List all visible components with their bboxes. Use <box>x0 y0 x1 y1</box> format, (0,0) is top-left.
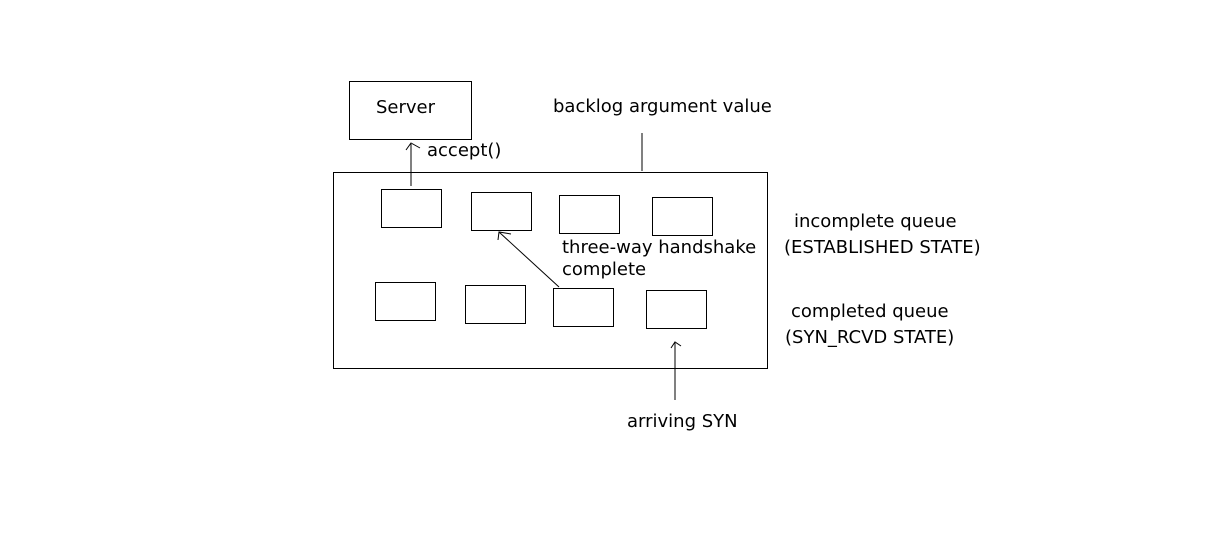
queue-container <box>333 172 768 369</box>
server-label: Server <box>376 97 436 118</box>
completed-queue-slot <box>553 288 614 327</box>
incomplete-queue-slot <box>381 189 442 228</box>
incomplete-queue-slot <box>559 195 620 234</box>
completed-queue-slot <box>646 290 707 329</box>
backlog-label: backlog argument value <box>553 96 772 117</box>
completed-queue-label: completed queue <box>791 301 949 322</box>
accept-label: accept() <box>427 140 502 161</box>
incomplete-queue-state: (ESTABLISHED STATE) <box>784 237 981 258</box>
completed-queue-state: (SYN_RCVD STATE) <box>785 327 955 348</box>
incomplete-queue-label: incomplete queue <box>794 211 957 232</box>
handshake-label-line2: complete <box>562 259 647 280</box>
arriving-syn-label: arriving SYN <box>627 411 738 432</box>
accept-arrow-head <box>405 142 421 151</box>
handshake-arrow-head <box>497 231 512 241</box>
incomplete-queue-slot <box>652 197 713 236</box>
server-box <box>349 81 472 140</box>
completed-queue-slot <box>375 282 436 321</box>
handshake-arrow-line <box>498 231 560 288</box>
completed-queue-slot <box>465 285 526 324</box>
incomplete-queue-slot <box>471 192 532 231</box>
arriving-syn-arrow-head <box>670 341 682 349</box>
handshake-label-line1: three-way handshake <box>562 237 757 258</box>
